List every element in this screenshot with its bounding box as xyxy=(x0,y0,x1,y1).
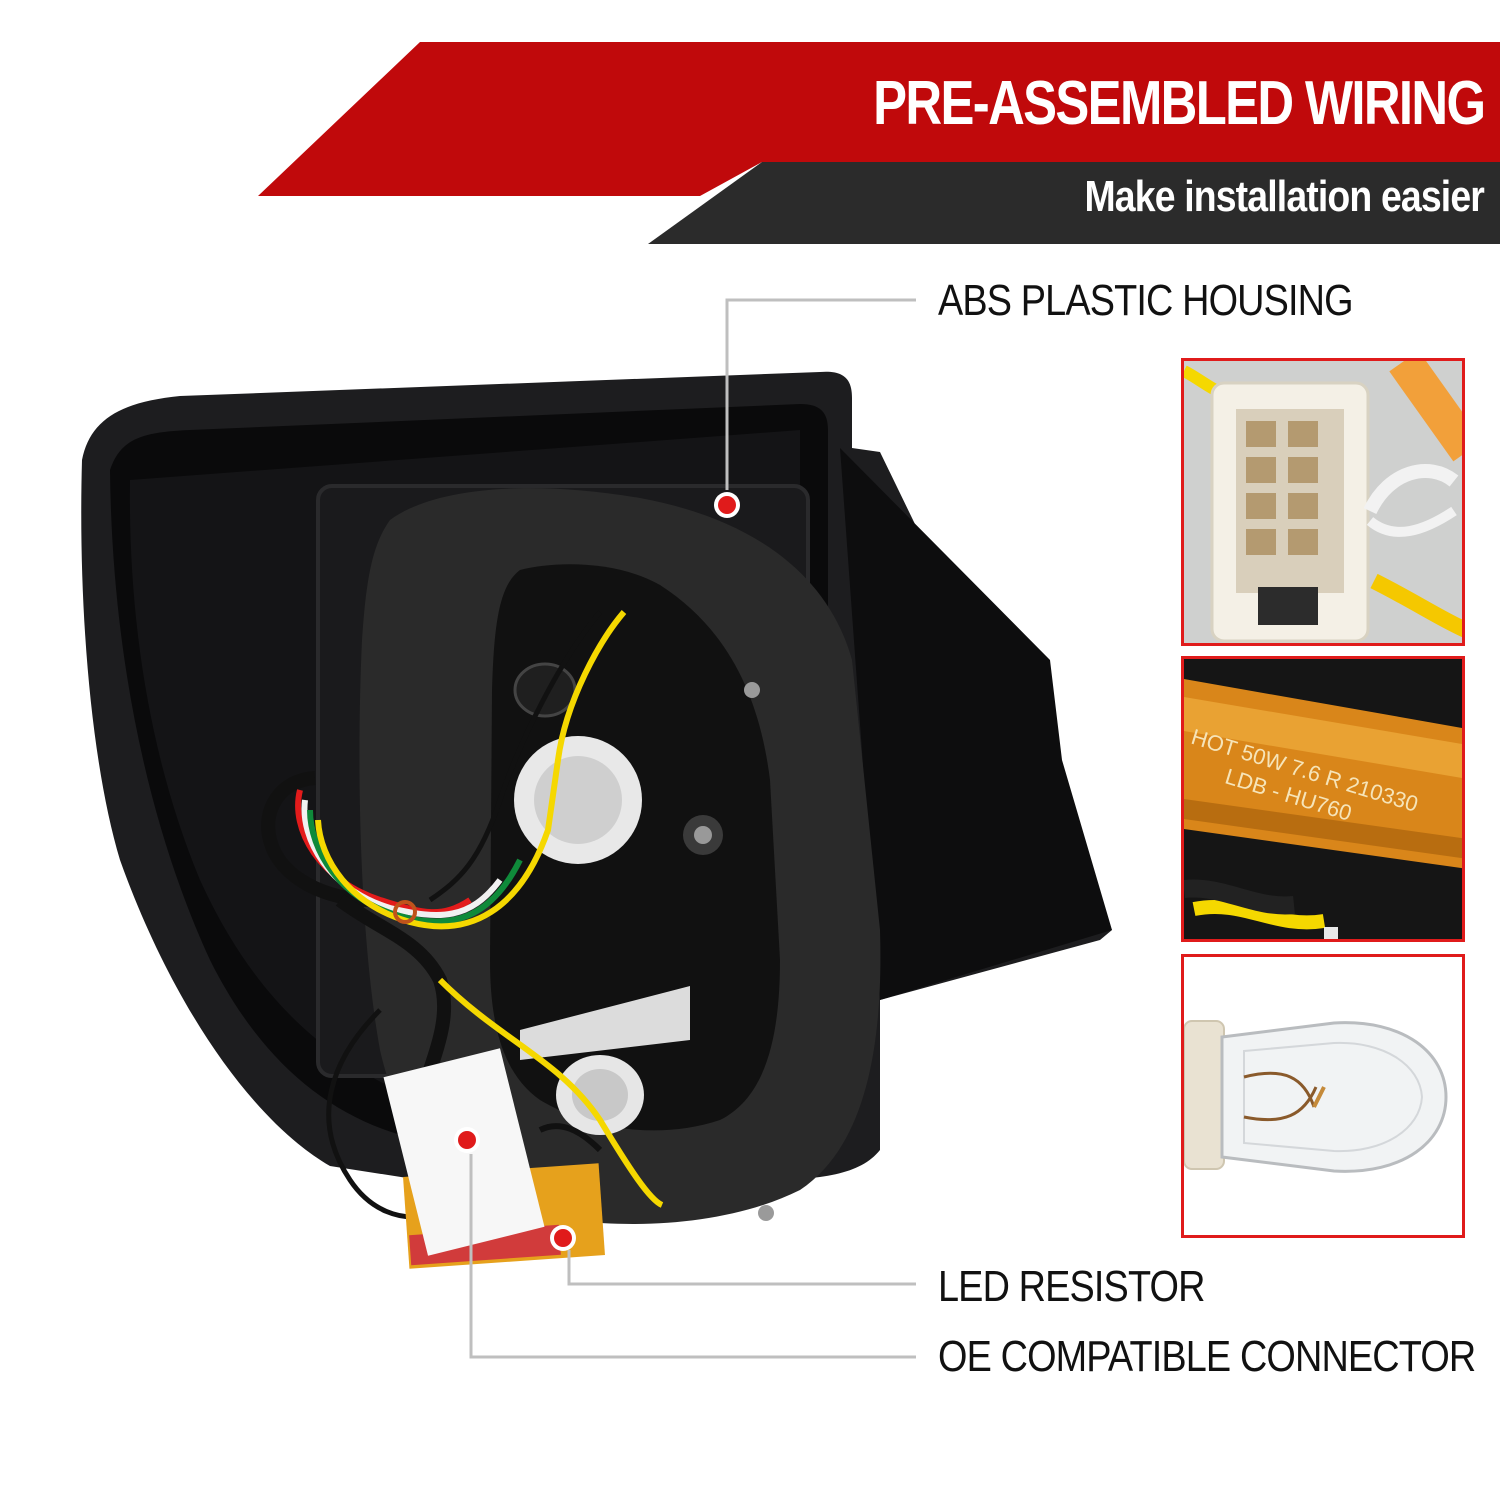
callout-led-resistor: LED RESISTOR xyxy=(938,1262,1205,1311)
callout-oe-connector: OE COMPATIBLE CONNECTOR xyxy=(938,1332,1476,1381)
banner-title: PRE-ASSEMBLED WIRING xyxy=(872,69,1486,138)
inset-bulb xyxy=(1181,954,1465,1238)
banner-red-band xyxy=(258,42,1500,196)
tail-light-assembly xyxy=(81,371,1112,1269)
inset-connector xyxy=(1181,358,1465,646)
resistor-illustration xyxy=(1184,659,1462,939)
banner-dark-band xyxy=(648,162,1500,244)
callout-abs-housing: ABS PLASTIC HOUSING xyxy=(938,276,1354,325)
connector-illustration xyxy=(1184,361,1462,643)
banner-subtitle: Make installation easier xyxy=(1084,172,1485,221)
inset-resistor: HOT 50W 7.6 R 210330 LDB - HU760 xyxy=(1181,656,1465,942)
bulb-illustration xyxy=(1184,957,1462,1235)
callout-leader-lines xyxy=(469,298,916,1359)
